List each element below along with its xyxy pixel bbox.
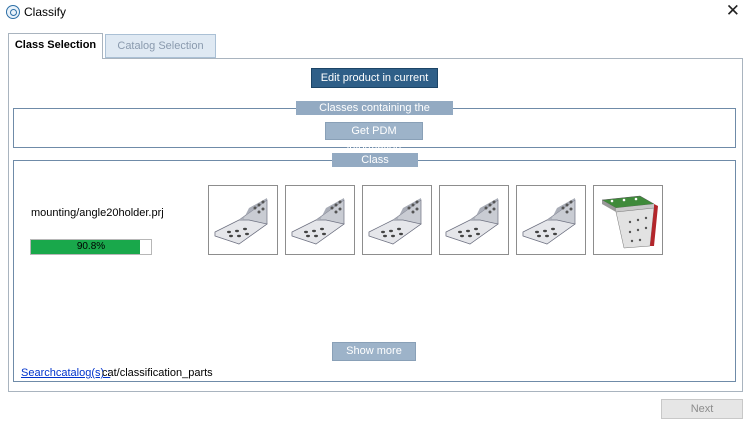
angle-bracket-icon: [368, 198, 422, 245]
classes-group-title: Classes containing the product(s): [296, 101, 453, 128]
class-thumbnail-3[interactable]: [362, 185, 432, 255]
class-thumbnail-1[interactable]: [208, 185, 278, 255]
app-icon: [6, 5, 20, 19]
get-pdm-button[interactable]: Get PDM information: [325, 122, 423, 153]
angle-bracket-colored-icon: [601, 195, 658, 249]
search-catalogs-link[interactable]: Searchcatalog(s) :: [21, 367, 111, 379]
edit-product-button[interactable]: Edit product in current class: [311, 68, 438, 102]
class-thumbnail-5[interactable]: [516, 185, 586, 255]
class-thumbnail-2[interactable]: [285, 185, 355, 255]
class-thumbnail-4[interactable]: [439, 185, 509, 255]
angle-bracket-icon: [291, 198, 345, 245]
match-progress-fill: [31, 240, 140, 254]
class-thumbnail-6[interactable]: [593, 185, 663, 255]
window-title: Classify: [24, 5, 67, 19]
suggestions-group-title: Class suggestions: [332, 153, 418, 180]
angle-bracket-icon: [522, 198, 576, 245]
match-progress-bar: 90.8%: [30, 239, 152, 255]
match-percent-label: 90.8%: [76, 241, 106, 252]
next-button[interactable]: Next: [661, 399, 743, 419]
angle-bracket-icon: [445, 198, 499, 245]
show-more-results-button[interactable]: Show more results: [332, 342, 416, 374]
search-catalogs-value: cat/classification_parts: [102, 367, 213, 379]
close-button[interactable]: ✕: [725, 1, 740, 20]
title-bar: Classify ✕: [0, 0, 750, 26]
tab-catalog-selection[interactable]: Catalog Selection: [105, 34, 216, 58]
tab-class-selection[interactable]: Class Selection: [8, 33, 103, 59]
product-path: mounting/angle20holder.prj: [31, 207, 164, 219]
angle-bracket-icon: [214, 198, 268, 245]
